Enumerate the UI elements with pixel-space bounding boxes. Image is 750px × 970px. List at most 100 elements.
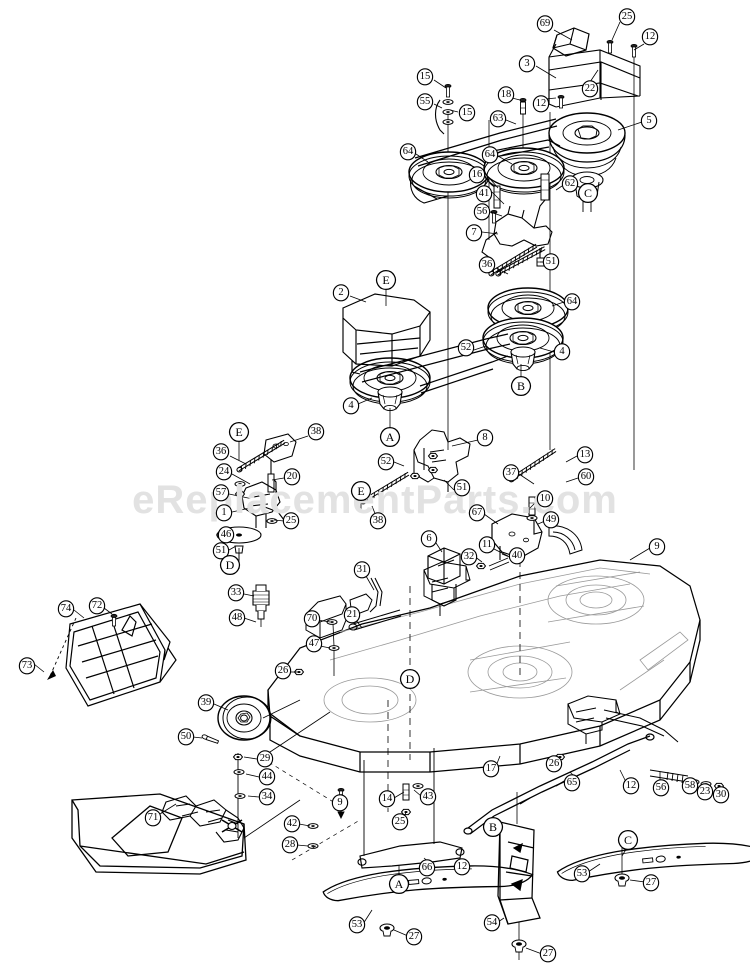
callout-18[interactable]: 18 — [496, 85, 516, 105]
callout-12[interactable]: 12 — [531, 94, 551, 114]
callout-37[interactable]: 37 — [501, 463, 521, 483]
callout-label: 67 — [471, 506, 483, 518]
callout-38[interactable]: 38 — [306, 422, 326, 442]
callout-A[interactable]: A — [388, 873, 410, 895]
callout-28[interactable]: 28 — [280, 835, 300, 855]
callout-43[interactable]: 43 — [418, 787, 438, 807]
callout-64[interactable]: 64 — [398, 142, 418, 162]
callout-D[interactable]: D — [219, 554, 241, 576]
callout-38[interactable]: 38 — [368, 511, 388, 531]
callout-73[interactable]: 73 — [17, 656, 37, 676]
callout-64[interactable]: 64 — [480, 145, 500, 165]
callout-B[interactable]: B — [482, 816, 504, 838]
callout-67[interactable]: 67 — [467, 503, 487, 523]
callout-10[interactable]: 10 — [535, 489, 555, 509]
callout-25[interactable]: 25 — [617, 7, 637, 27]
callout-31[interactable]: 31 — [352, 560, 372, 580]
callout-14[interactable]: 14 — [377, 789, 397, 809]
callout-66[interactable]: 66 — [417, 858, 437, 878]
callout-53[interactable]: 53 — [572, 864, 592, 884]
callout-13[interactable]: 13 — [575, 445, 595, 465]
callout-54[interactable]: 54 — [482, 913, 502, 933]
callout-B[interactable]: B — [510, 375, 532, 397]
callout-58[interactable]: 58 — [680, 776, 700, 796]
callout-60[interactable]: 60 — [576, 467, 596, 487]
callout-44[interactable]: 44 — [257, 767, 277, 787]
callout-15[interactable]: 15 — [457, 103, 477, 123]
callout-29[interactable]: 29 — [255, 749, 275, 769]
callout-46[interactable]: 46 — [216, 525, 236, 545]
callout-33[interactable]: 33 — [226, 583, 246, 603]
callout-5[interactable]: 5 — [639, 111, 659, 131]
callout-24[interactable]: 24 — [214, 462, 234, 482]
callout-D[interactable]: D — [399, 668, 421, 690]
callout-2[interactable]: 2 — [331, 283, 351, 303]
callout-1[interactable]: 1 — [214, 503, 234, 523]
callout-41[interactable]: 41 — [474, 184, 494, 204]
callout-12[interactable]: 12 — [621, 776, 641, 796]
callout-25[interactable]: 25 — [281, 511, 301, 531]
callout-52[interactable]: 52 — [456, 338, 476, 358]
callout-E[interactable]: E — [350, 480, 372, 502]
callout-53[interactable]: 53 — [347, 915, 367, 935]
callout-4[interactable]: 4 — [341, 396, 361, 416]
callout-71[interactable]: 71 — [143, 808, 163, 828]
callout-40[interactable]: 40 — [507, 546, 527, 566]
callout-42[interactable]: 42 — [282, 814, 302, 834]
callout-16[interactable]: 16 — [467, 165, 487, 185]
callout-12[interactable]: 12 — [640, 27, 660, 47]
callout-47[interactable]: 47 — [304, 634, 324, 654]
callout-9[interactable]: 9 — [647, 537, 667, 557]
callout-12[interactable]: 12 — [452, 857, 472, 877]
callout-74[interactable]: 74 — [56, 599, 76, 619]
callout-7[interactable]: 7 — [464, 223, 484, 243]
callout-56[interactable]: 56 — [472, 202, 492, 222]
callout-70[interactable]: 70 — [302, 609, 322, 629]
callout-39[interactable]: 39 — [196, 693, 216, 713]
callout-20[interactable]: 20 — [282, 467, 302, 487]
callout-4[interactable]: 4 — [552, 342, 572, 362]
callout-27[interactable]: 27 — [641, 873, 661, 893]
callout-C[interactable]: C — [577, 182, 599, 204]
callout-26[interactable]: 26 — [273, 661, 293, 681]
callout-63[interactable]: 63 — [488, 109, 508, 129]
callout-55[interactable]: 55 — [415, 92, 435, 112]
callout-15[interactable]: 15 — [415, 67, 435, 87]
callout-A[interactable]: A — [379, 426, 401, 448]
callout-27[interactable]: 27 — [538, 944, 558, 964]
callout-9[interactable]: 9 — [330, 793, 350, 813]
callout-E[interactable]: E — [375, 269, 397, 291]
callout-E[interactable]: E — [228, 421, 250, 443]
callout-57[interactable]: 57 — [211, 483, 231, 503]
callout-50[interactable]: 50 — [176, 727, 196, 747]
callout-52[interactable]: 52 — [376, 452, 396, 472]
callout-64[interactable]: 64 — [562, 292, 582, 312]
callout-62[interactable]: 62 — [560, 174, 580, 194]
callout-11[interactable]: 11 — [477, 535, 497, 555]
callout-22[interactable]: 22 — [580, 79, 600, 99]
callout-36[interactable]: 36 — [477, 255, 497, 275]
callout-C[interactable]: C — [617, 829, 639, 851]
callout-17[interactable]: 17 — [481, 759, 501, 779]
callout-34[interactable]: 34 — [257, 787, 277, 807]
callout-23[interactable]: 23 — [695, 782, 715, 802]
callout-8[interactable]: 8 — [475, 428, 495, 448]
callout-72[interactable]: 72 — [87, 596, 107, 616]
callout-48[interactable]: 48 — [227, 608, 247, 628]
callout-65[interactable]: 65 — [562, 773, 582, 793]
callout-26[interactable]: 26 — [544, 754, 564, 774]
callout-6[interactable]: 6 — [419, 529, 439, 549]
callout-25[interactable]: 25 — [390, 812, 410, 832]
callout-51[interactable]: 51 — [541, 252, 561, 272]
callout-3[interactable]: 3 — [517, 54, 537, 74]
callout-21[interactable]: 21 — [342, 605, 362, 625]
callout-36[interactable]: 36 — [211, 442, 231, 462]
callout-32[interactable]: 32 — [459, 547, 479, 567]
callout-27[interactable]: 27 — [404, 927, 424, 947]
callout-51[interactable]: 51 — [211, 541, 231, 561]
callout-69[interactable]: 69 — [535, 14, 555, 34]
callout-30[interactable]: 30 — [711, 785, 731, 805]
callout-56[interactable]: 56 — [651, 778, 671, 798]
callout-51[interactable]: 51 — [452, 478, 472, 498]
callout-49[interactable]: 49 — [541, 510, 561, 530]
